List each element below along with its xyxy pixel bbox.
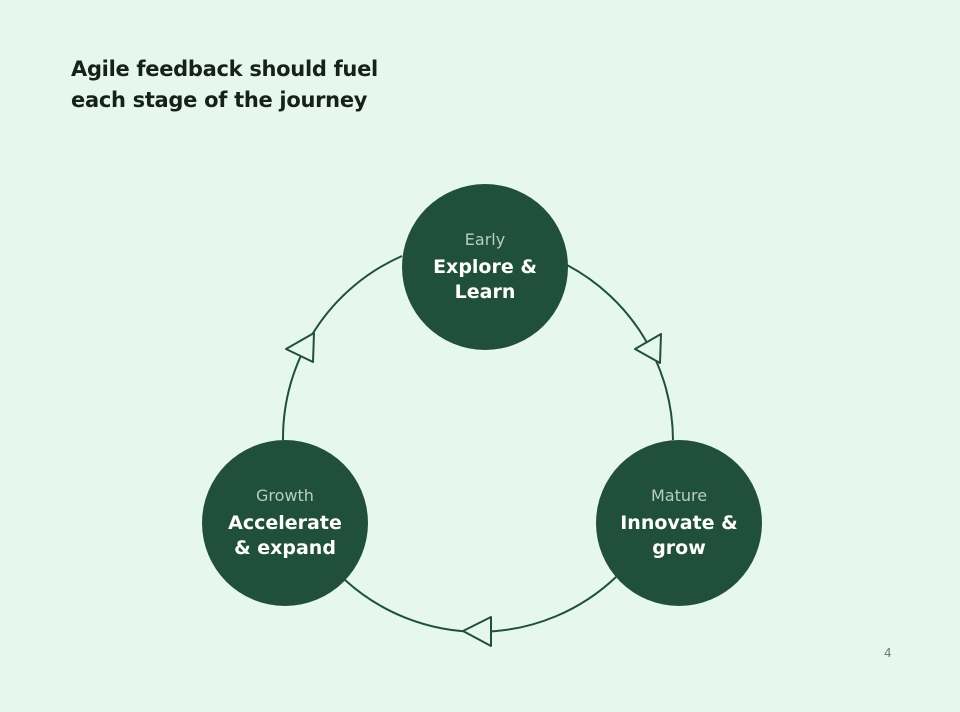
- arrow-head-bottom: [462, 616, 492, 647]
- stage-label-mature-line-2: grow: [652, 536, 706, 559]
- stage-label-growth-line-2: & expand: [234, 536, 336, 559]
- stage-name-mature: Mature: [650, 485, 708, 505]
- stage-label-mature: Innovate & grow: [620, 511, 738, 561]
- stage-name-early: Early: [464, 229, 506, 249]
- stage-label-early-line-2: Learn: [454, 280, 516, 303]
- stage-label-early: Explore & Learn: [433, 255, 537, 305]
- stage-label-growth-line-1: Accelerate: [228, 511, 342, 534]
- slide-title: Agile feedback should fuel each stage of…: [71, 54, 451, 116]
- arrow-head-left: [285, 332, 315, 363]
- stage-label-early-line-1: Explore &: [433, 255, 537, 278]
- stage-node-growth: Growth Accelerate & expand: [202, 440, 368, 606]
- arrow-head-right: [634, 333, 662, 364]
- cycle-arc-early-to-mature: [566, 264, 674, 441]
- slide-title-line-2: each stage of the journey: [71, 88, 368, 112]
- slide-title-line-1: Agile feedback should fuel: [71, 57, 378, 81]
- page-number: 4: [884, 646, 892, 660]
- cycle-arc-growth-to-early: [281, 255, 403, 441]
- stage-label-growth: Accelerate & expand: [228, 511, 342, 561]
- stage-node-mature: Mature Innovate & grow: [596, 440, 762, 606]
- stage-name-growth: Growth: [256, 485, 314, 505]
- stage-node-early: Early Explore & Learn: [402, 184, 568, 350]
- stage-label-mature-line-1: Innovate &: [620, 511, 738, 534]
